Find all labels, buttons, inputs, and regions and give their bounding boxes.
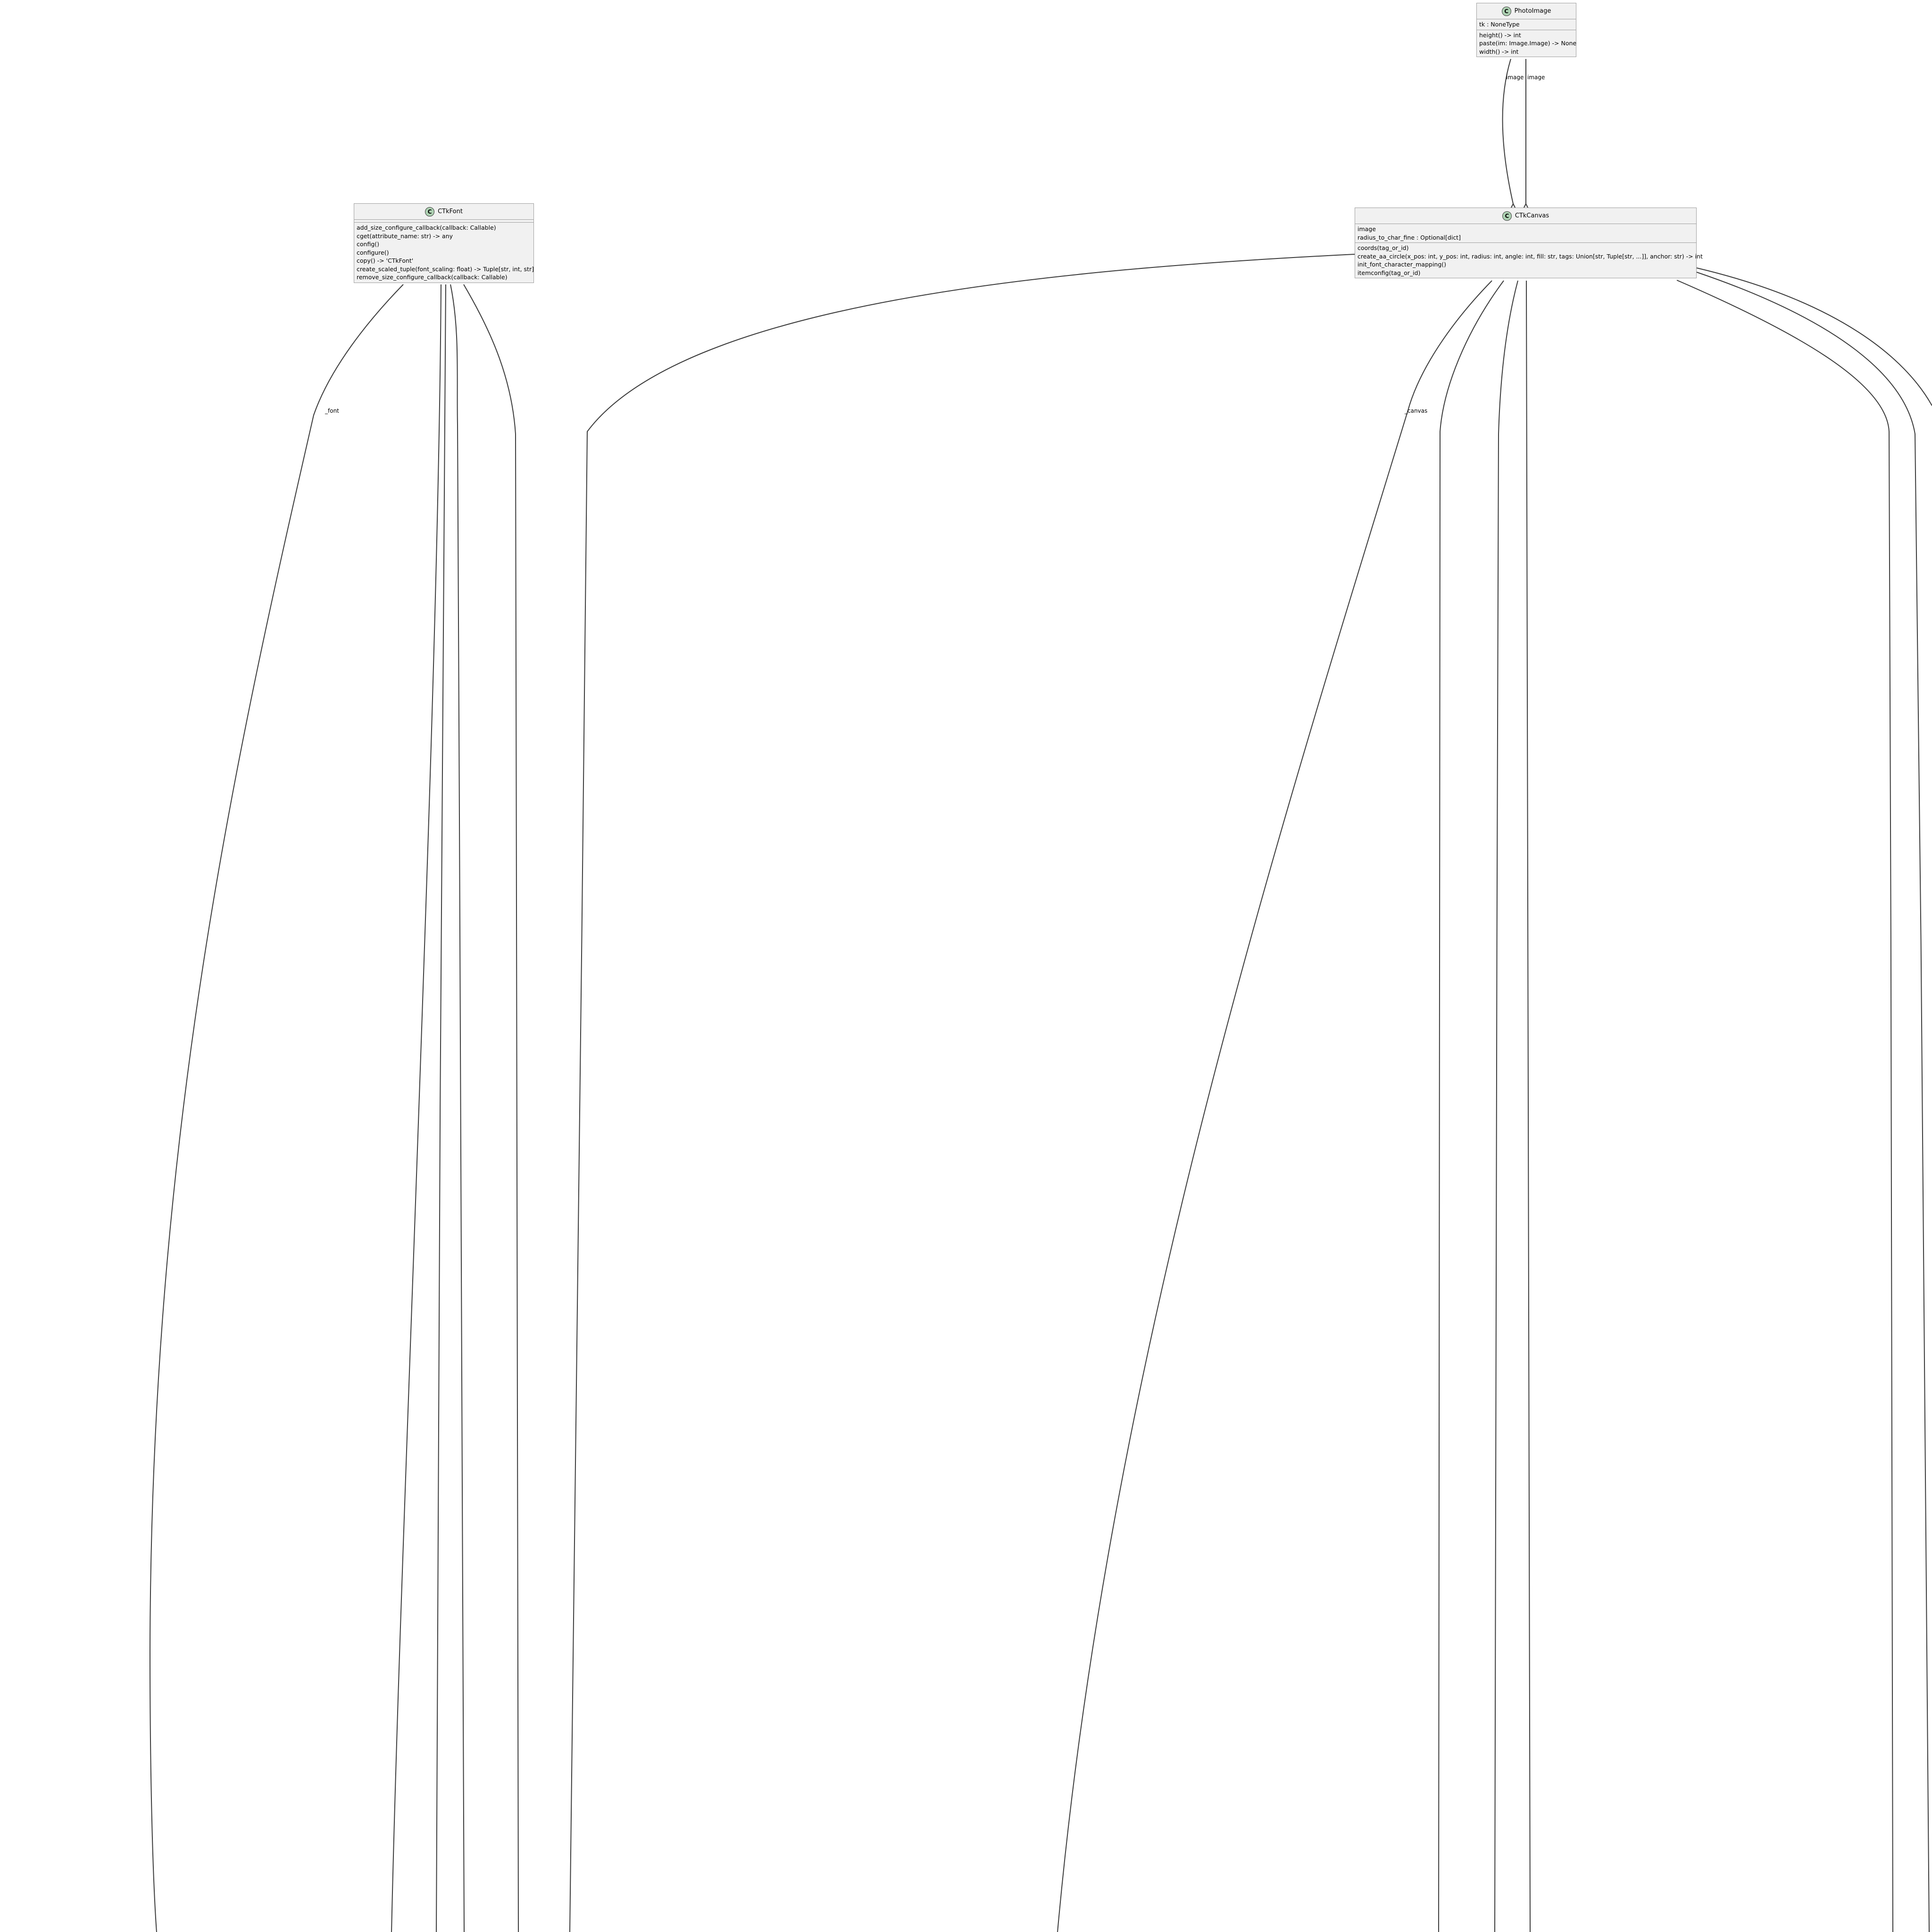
edge-font-5 (463, 284, 519, 1932)
attribute: radius_to_char_fine : Optional[dict] (1357, 233, 1461, 241)
edge-label-image: image (1506, 74, 1524, 81)
edge-canvas-6 (1676, 280, 1893, 1932)
method: remove_size_configure_callback(callback:… (357, 274, 508, 281)
class-stereotype-icon: C (1501, 6, 1511, 16)
class-name: CTkCanvas (1515, 212, 1549, 219)
edge-canvas-5 (1526, 280, 1531, 1932)
edge-font-2 (391, 284, 441, 1932)
class-ctkfont[interactable]: C CTkFont add_size_configure_callback(ca… (354, 203, 534, 283)
class-methods: add_size_configure_callback(callback: Ca… (354, 222, 534, 283)
method: coords(tag_or_id) (1357, 244, 1409, 251)
edge-label-canvas: _canvas (1405, 408, 1428, 414)
edge-canvas-3 (1438, 280, 1504, 1932)
method: add_size_configure_callback(callback: Ca… (357, 224, 496, 231)
method: configure() (357, 249, 389, 256)
method: create_aa_circle(x_pos: int, y_pos: int,… (1357, 252, 1703, 260)
method: config() (357, 241, 380, 248)
edge-canvas-8 (1696, 267, 1932, 406)
edge-label-image: image (1527, 74, 1545, 81)
method: create_scaled_tuple(font_scaling: float)… (357, 265, 534, 273)
edge-label-font: _font (325, 408, 339, 414)
class-attributes: tk : NoneType (1477, 19, 1576, 30)
edge-canvas-4 (1494, 280, 1518, 1932)
attribute: tk : NoneType (1479, 21, 1520, 28)
method: cget(attribute_name: str) -> any (357, 232, 453, 240)
edge-photoimage-canvas-1 (1502, 58, 1514, 204)
class-name: CTkFont (438, 208, 463, 215)
attribute: image (1357, 225, 1376, 233)
class-methods: coords(tag_or_id) create_aa_circle(x_pos… (1355, 242, 1703, 278)
class-header: C PhotoImage (1477, 3, 1576, 19)
class-header: C CTkCanvas (1355, 208, 1696, 224)
method: itemconfig(tag_or_id) (1357, 269, 1421, 276)
class-stereotype-icon: C (425, 207, 435, 217)
class-ctkcanvas[interactable]: C CTkCanvas image radius_to_char_fine : … (1355, 208, 1703, 278)
method: height() -> int (1479, 31, 1521, 39)
class-name: PhotoImage (1514, 8, 1551, 15)
method: paste(im: Image.Image) -> None (1479, 40, 1577, 47)
class-header: C CTkFont (354, 204, 533, 220)
class-photoimage[interactable]: C PhotoImage tk : NoneType height() -> i… (1476, 3, 1576, 57)
class-attributes: image radius_to_char_fine : Optional[dic… (1355, 224, 1696, 242)
method: width() -> int (1479, 48, 1519, 55)
class-stereotype-icon: C (1502, 211, 1512, 221)
edge-font-1 (149, 284, 404, 1932)
method: copy() -> 'CTkFont' (357, 257, 414, 264)
edge-canvas-1 (569, 254, 1355, 1932)
edge-font-3 (436, 284, 446, 1932)
method: init_font_character_mapping() (1357, 261, 1447, 268)
class-methods: height() -> int paste(im: Image.Image) -… (1477, 29, 1577, 57)
edge-canvas-7 (1696, 272, 1930, 1932)
edge-canvas-2 (1057, 280, 1492, 1932)
edge-font-4 (450, 284, 465, 1932)
